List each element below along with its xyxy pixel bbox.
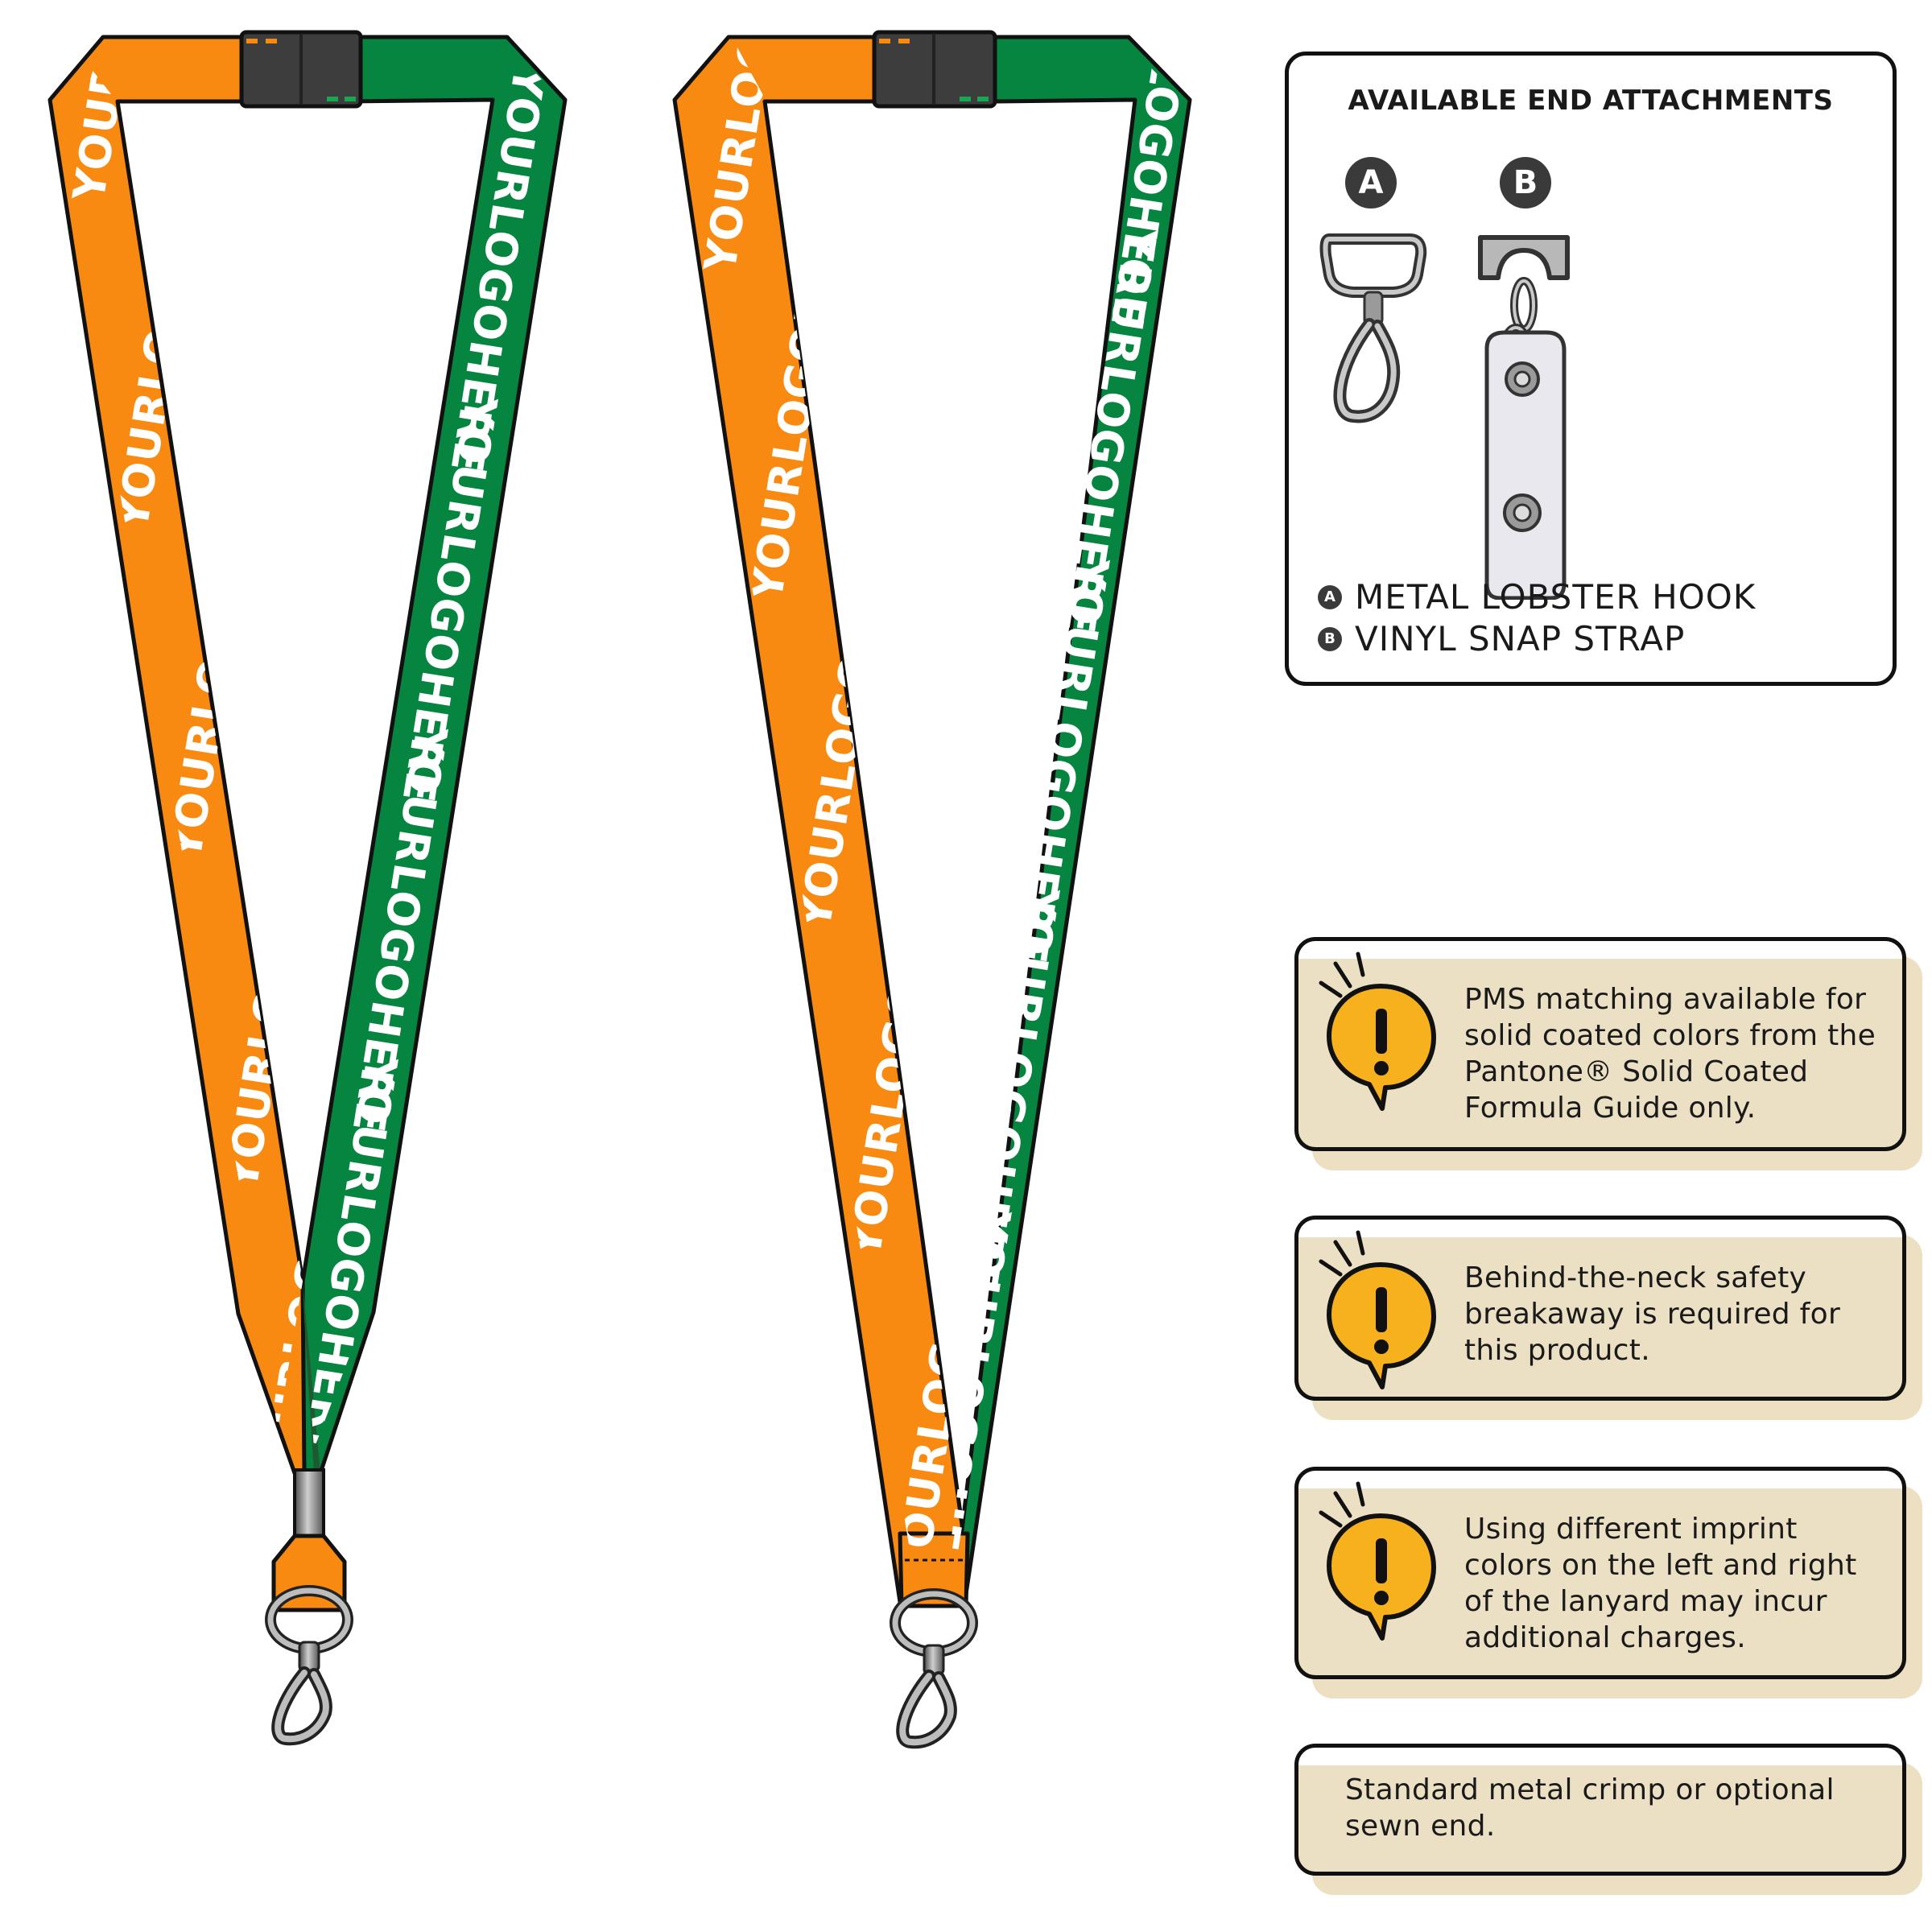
warning-bubble-icon: [1319, 1481, 1436, 1641]
note-breakaway: Behind-the-neck safety breakaway is requ…: [1294, 1216, 1922, 1420]
option-a-legend-badge: A: [1318, 584, 1342, 609]
lobster-hook-icon: [1319, 233, 1427, 423]
note-text: PMS matching available for solid coated …: [1464, 983, 1876, 1125]
vinyl-snap-strap-icon: [1478, 235, 1570, 600]
end-attachments-title: AVAILABLE END ATTACHMENTS: [1348, 85, 1834, 117]
option-b-label: VINYL SNAP STRAP: [1355, 619, 1686, 658]
lanyard-sewn-end: YOURLOGOHERE YOURLOGOHERE YOURLOGOHERE Y…: [672, 30, 1192, 1749]
note-imprint-colors: Using different imprint colors on the le…: [1294, 1467, 1922, 1699]
lanyard-illustrations: YOURLOGOHERE YOURLOGOHERE YOURLOGOHERE Y…: [47, 30, 1192, 1749]
option-a-badge: A: [1345, 157, 1397, 208]
end-attachments-panel: AVAILABLE END ATTACHMENTS A B A METAL LO…: [1285, 52, 1897, 686]
note-text: Behind-the-neck safety breakaway is requ…: [1464, 1261, 1841, 1367]
option-b-legend: B VINYL SNAP STRAP: [1318, 619, 1685, 658]
option-a-legend: A METAL LOBSTER HOOK: [1318, 577, 1756, 617]
option-b-badge: B: [1500, 157, 1551, 208]
option-a-label: METAL LOBSTER HOOK: [1355, 577, 1757, 617]
note-pms-matching: PMS matching available for solid coated …: [1294, 937, 1922, 1170]
option-b-legend-badge: B: [1318, 626, 1342, 651]
warning-bubble-icon: [1319, 1230, 1436, 1389]
note-text: Standard metal crimp or optional sewn en…: [1345, 1773, 1835, 1843]
lanyard-crimp-end: YOURLOGOHERE YOURLOGOHERE YOURLOGOHERE Y…: [47, 30, 568, 1746]
note-crimp-sewn: Standard metal crimp or optional sewn en…: [1294, 1744, 1922, 1895]
note-text: Using different imprint colors on the le…: [1464, 1513, 1857, 1654]
warning-bubble-icon: [1319, 952, 1436, 1111]
